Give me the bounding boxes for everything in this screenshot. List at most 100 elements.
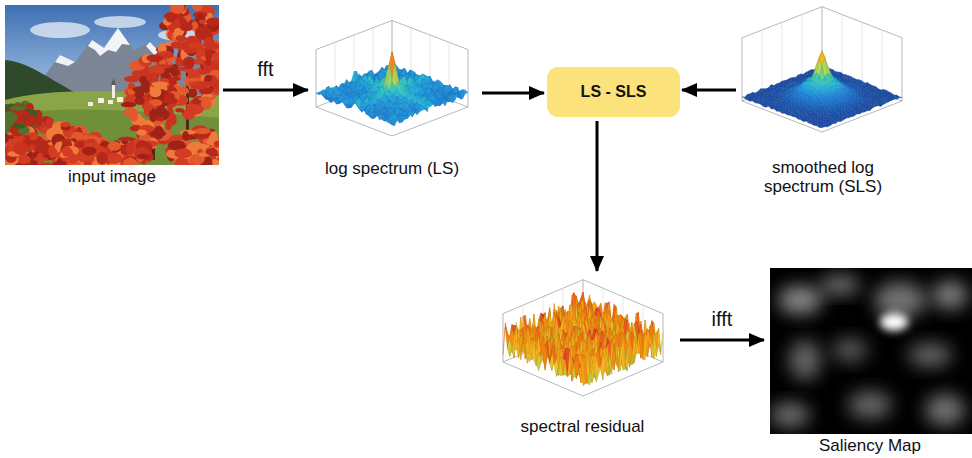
art-shape bbox=[762, 30, 763, 93]
art-shape bbox=[149, 87, 161, 98]
art-shape bbox=[198, 69, 210, 74]
art-shape bbox=[742, 7, 902, 132]
art-shape bbox=[166, 13, 176, 22]
art-shape bbox=[170, 5, 185, 14]
art-shape bbox=[88, 102, 93, 106]
art-shape bbox=[742, 38, 743, 101]
art-shape bbox=[146, 54, 163, 61]
art-shape bbox=[183, 109, 195, 119]
art-shape bbox=[143, 102, 153, 111]
art-shape bbox=[171, 41, 184, 48]
art-shape bbox=[316, 21, 468, 137]
art-shape bbox=[10, 106, 27, 111]
art-shape bbox=[389, 120, 394, 126]
art-shape bbox=[174, 148, 192, 158]
art-shape bbox=[13, 137, 25, 141]
art-shape bbox=[187, 88, 197, 98]
art-shape bbox=[185, 69, 196, 74]
art-shape bbox=[742, 51, 902, 127]
art-shape bbox=[133, 86, 149, 92]
art-shape bbox=[161, 74, 172, 78]
art-shape bbox=[29, 152, 44, 165]
log-spectrum-plot bbox=[316, 21, 468, 137]
art-shape bbox=[802, 15, 803, 78]
art-shape bbox=[362, 110, 367, 115]
art-shape bbox=[417, 108, 422, 111]
art-shape bbox=[205, 48, 213, 62]
art-shape bbox=[212, 62, 219, 68]
art-shape bbox=[384, 118, 389, 122]
art-shape bbox=[205, 75, 212, 82]
art-shape bbox=[112, 84, 115, 98]
art-shape bbox=[188, 81, 199, 85]
art-shape bbox=[30, 22, 90, 38]
art-shape bbox=[118, 137, 136, 141]
art-shape bbox=[60, 122, 70, 127]
art-shape bbox=[402, 111, 407, 115]
art-shape bbox=[402, 115, 407, 119]
art-shape bbox=[17, 111, 31, 116]
art-shape bbox=[341, 100, 346, 105]
art-shape bbox=[121, 102, 137, 108]
art-shape bbox=[367, 111, 372, 117]
art-shape bbox=[458, 94, 463, 99]
art-shape bbox=[468, 50, 469, 108]
art-shape bbox=[198, 97, 214, 101]
art-shape bbox=[882, 30, 883, 93]
art-shape bbox=[183, 57, 195, 70]
art-shape bbox=[88, 28, 130, 56]
art-shape bbox=[205, 59, 211, 65]
art-shape bbox=[5, 109, 219, 165]
art-shape bbox=[180, 22, 193, 31]
art-shape bbox=[213, 51, 219, 63]
art-shape bbox=[206, 18, 219, 27]
smoothed-spectrum-plot bbox=[742, 7, 902, 132]
art-shape bbox=[742, 101, 822, 132]
art-shape bbox=[822, 101, 902, 132]
art-shape bbox=[46, 117, 53, 129]
art-shape bbox=[117, 97, 123, 102]
art-shape bbox=[108, 100, 113, 104]
art-shape bbox=[94, 16, 146, 28]
art-shape bbox=[214, 141, 219, 148]
art-shape bbox=[132, 71, 139, 79]
art-shape bbox=[842, 15, 843, 78]
landscape-photo bbox=[5, 5, 219, 165]
art-shape bbox=[151, 81, 169, 86]
art-shape bbox=[82, 147, 97, 155]
art-shape bbox=[36, 153, 43, 165]
art-shape bbox=[204, 37, 215, 50]
art-shape bbox=[190, 141, 201, 151]
art-shape bbox=[13, 124, 26, 129]
art-shape bbox=[22, 115, 40, 126]
art-shape bbox=[139, 76, 147, 84]
art-shape bbox=[460, 92, 465, 99]
art-shape bbox=[192, 5, 202, 11]
art-shape bbox=[782, 22, 783, 85]
art-shape bbox=[316, 52, 468, 126]
art-shape bbox=[62, 146, 71, 157]
art-shape bbox=[106, 153, 122, 164]
art-shape bbox=[5, 111, 17, 123]
art-shape bbox=[126, 142, 134, 155]
art-shape bbox=[134, 147, 150, 160]
art-shape bbox=[124, 76, 140, 83]
art-shape bbox=[392, 107, 468, 136]
art-shape bbox=[136, 130, 147, 136]
art-shape bbox=[316, 50, 317, 108]
art-shape bbox=[163, 97, 178, 104]
art-shape bbox=[316, 78, 392, 107]
art-shape bbox=[9, 105, 27, 111]
art-shape bbox=[319, 93, 324, 96]
art-shape bbox=[164, 53, 174, 58]
art-shape bbox=[87, 139, 96, 144]
art-shape bbox=[168, 113, 176, 125]
art-shape bbox=[448, 98, 453, 103]
art-shape bbox=[76, 141, 85, 148]
art-shape bbox=[203, 75, 218, 87]
art-shape bbox=[153, 126, 164, 140]
art-shape bbox=[182, 131, 189, 141]
art-shape bbox=[135, 97, 145, 105]
